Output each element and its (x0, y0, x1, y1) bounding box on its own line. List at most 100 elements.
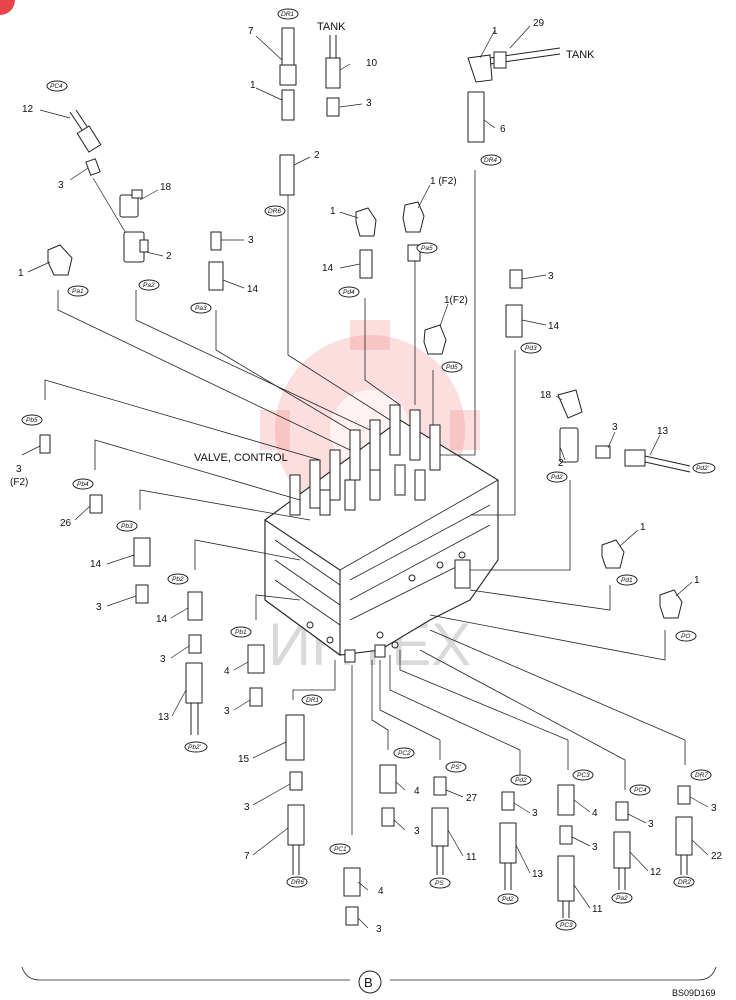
callout-1-left: 1 (18, 268, 24, 279)
callout-7-dr6: 7 (244, 851, 250, 862)
callout-numbers: 7 1 10 3 2 1 29 6 12 3 18 2 1 3 14 1 14 … (10, 18, 723, 935)
callout-1f2-a: 1 (F2) (430, 176, 457, 187)
callout-12-tl: 12 (22, 104, 34, 115)
svg-text:PC2: PC2 (398, 750, 411, 757)
port-tags: DR1 PC4 DR4 DR6 Pa5 Pa1 Pa2 Pa3 Pd4 Pd3 … (21, 8, 716, 931)
callout-3-pd3: 3 (548, 271, 554, 282)
fittings (39, 27, 693, 926)
svg-text:DR2: DR2 (678, 879, 691, 886)
svg-text:Pb5: Pb5 (26, 417, 38, 424)
callout-1-tr: 1 (492, 26, 498, 37)
svg-text:PS: PS (435, 880, 444, 887)
callout-14-pb3: 14 (90, 559, 102, 570)
port-tag: Pa2 (138, 279, 160, 291)
callout-3-pb5: 3 (16, 464, 22, 475)
callout-3-pb3: 3 (96, 602, 102, 613)
callout-3-dr1: 3 (244, 802, 250, 813)
callout-14-pb2: 14 (156, 614, 168, 625)
callout-3-pc4: 3 (648, 819, 654, 830)
callout-13-pd2: 13 (532, 869, 544, 880)
port-tag: PC4 (46, 80, 68, 92)
callout-2-tl: 2 (166, 251, 172, 262)
port-tag: Pb1 (230, 626, 252, 638)
callout-2-top: 2 (314, 150, 320, 161)
callout-29: 29 (533, 18, 545, 29)
callout-11-ps: 11 (466, 852, 477, 863)
svg-text:Pd3: Pd3 (525, 345, 537, 352)
port-tag: Pd5 (441, 361, 463, 373)
port-tag: Pa5 (416, 242, 438, 254)
tank-label-top: TANK (317, 21, 346, 33)
callout-18-tl: 18 (160, 182, 172, 193)
svg-text:PC1: PC1 (334, 846, 347, 853)
callout-14-pd4: 14 (322, 263, 334, 274)
callout-f2-pb5: (F2) (10, 477, 28, 488)
svg-text:Pa5: Pa5 (421, 245, 433, 252)
svg-text:Pb4: Pb4 (77, 481, 89, 488)
callout-1-pd4: 1 (330, 206, 336, 217)
callout-4-pc3: 4 (592, 808, 598, 819)
svg-text:Pb1: Pb1 (235, 629, 247, 636)
svg-text:DR1: DR1 (306, 697, 319, 704)
svg-text:DR7: DR7 (695, 772, 708, 779)
port-tag: PC1 (329, 843, 351, 855)
callout-13-r: 13 (657, 426, 669, 437)
svg-text:PC4: PC4 (634, 787, 647, 794)
port-tag: PO (675, 630, 697, 642)
callout-3-pd2: 3 (532, 808, 538, 819)
port-tag: Pd2 (497, 893, 519, 905)
callout-3-pb2: 3 (160, 654, 166, 665)
callout-4-pb1: 4 (224, 666, 230, 677)
svg-text:PC3: PC3 (560, 922, 573, 929)
callout-leaders (21, 25, 709, 929)
svg-text:PC4: PC4 (50, 83, 63, 90)
svg-text:Pb2: Pb2 (172, 576, 184, 583)
callout-13-pb2: 13 (158, 712, 170, 723)
callout-4-pc1: 4 (378, 886, 384, 897)
callout-18-r: 18 (540, 390, 552, 401)
corner-badge (0, 0, 15, 15)
port-tag: Pb3 (116, 520, 138, 532)
svg-text:Pb2': Pb2' (188, 744, 202, 751)
port-tag: Pa3 (190, 302, 212, 314)
callout-3-pc3: 3 (592, 842, 598, 853)
svg-text:PO: PO (681, 633, 690, 640)
port-tag: Pd1 (616, 574, 638, 586)
callout-1f2-b: 1(F2) (444, 295, 468, 306)
callout-2-r: 2 (558, 458, 564, 469)
port-tag: DR4 (480, 154, 502, 166)
port-tag: PS (429, 877, 451, 889)
tank-label-right: TANK (566, 49, 595, 61)
svg-text:PS': PS' (451, 764, 462, 771)
port-tag: Pd2 (546, 471, 568, 483)
callout-1-pd1: 1 (640, 522, 646, 533)
control-valve-body (264, 404, 499, 663)
svg-text:DR4: DR4 (484, 157, 497, 164)
valve-title-label: VALVE, CONTROL (194, 452, 288, 464)
callout-3-pc1: 3 (376, 924, 382, 935)
port-tag: DR7 (690, 769, 712, 781)
port-tag: PC4 (629, 784, 651, 796)
port-tag: DR1 (277, 8, 299, 20)
svg-text:Pd5: Pd5 (446, 364, 458, 371)
port-tag: Pb4 (72, 478, 94, 490)
drawing-code: BS09D169 (672, 988, 716, 998)
port-tag: PC3 (555, 919, 577, 931)
port-tag: Pd3 (520, 342, 542, 354)
port-tag: DR2 (673, 876, 695, 888)
svg-text:Pd1: Pd1 (621, 577, 633, 584)
callout-3-pb1: 3 (224, 706, 230, 717)
callout-6: 6 (500, 124, 506, 135)
callout-12-pc4: 12 (650, 867, 662, 878)
port-tag: Pd4 (338, 286, 360, 298)
svg-text:Pa1: Pa1 (72, 288, 84, 295)
port-tag: DR6 (264, 205, 286, 217)
port-tag: Pd2 (510, 774, 532, 786)
svg-text:PC3: PC3 (577, 772, 590, 779)
connection-lines (44, 170, 686, 835)
callout-4-pc2: 4 (414, 786, 420, 797)
callout-7-top: 7 (248, 26, 254, 37)
svg-text:Pd2': Pd2' (696, 465, 710, 472)
svg-text:Pd2: Pd2 (515, 777, 527, 784)
callout-10: 10 (366, 58, 378, 69)
